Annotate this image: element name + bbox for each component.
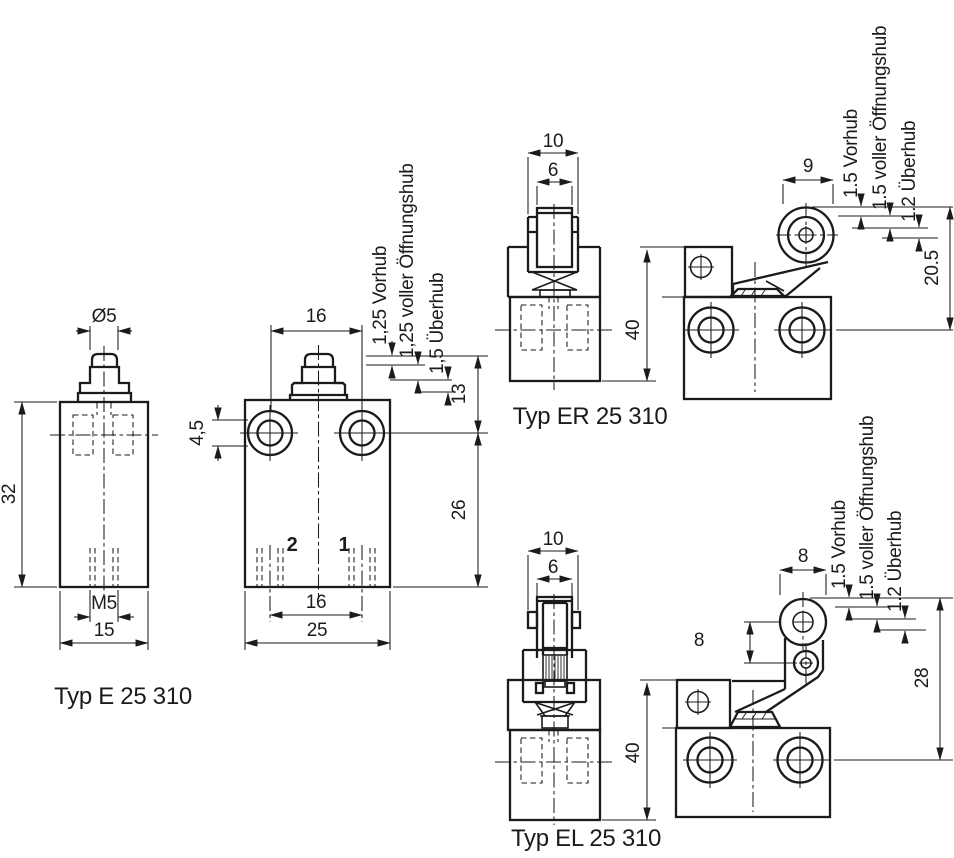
- hidden-cross-bores: [72, 403, 134, 456]
- plunger-cone: [534, 701, 576, 717]
- center-lines: [50, 346, 158, 600]
- label-oeffnungshub: 1,25 voller Öffnungshub: [397, 163, 418, 358]
- label-vorhub: 1.5 Vorhub: [829, 500, 850, 589]
- dim-body-height: 40: [623, 320, 644, 341]
- type-label-el: Typ EL 25 310: [511, 825, 661, 852]
- label-ueberhub: 1.2 Überhub: [899, 121, 920, 222]
- plunger-cap: [727, 287, 788, 299]
- switch-housing: [506, 245, 602, 299]
- switch-body: [682, 295, 833, 401]
- drawing-typ-el-side-view: 8 8 1.5 Vorhub 1.5 voller Öffnungshub 1.…: [662, 416, 953, 819]
- plunger-cap: [728, 710, 782, 729]
- dim-ports-to-base: 26: [449, 500, 470, 521]
- label-ueberhub: 1,5 Überhub: [427, 273, 448, 374]
- switch-body: [508, 728, 602, 822]
- dim-roller-to-mount: 20.5: [922, 250, 943, 286]
- dim-roller-to-pivot: 8: [694, 630, 704, 651]
- port-label-1: 1: [339, 534, 350, 556]
- dim-body-height: 40: [623, 743, 644, 764]
- dim-roller-to-mount: 28: [912, 668, 933, 689]
- port-label-2: 2: [287, 534, 298, 556]
- dim-tip-to-ports: 13: [449, 384, 470, 405]
- switch-body: [243, 398, 392, 589]
- dim-roller-width: 6: [548, 160, 558, 181]
- dim-body-depth: 15: [94, 620, 115, 641]
- switch-housing: [521, 648, 588, 704]
- dim-port-spacing: 16: [306, 592, 327, 613]
- switch-housing: [675, 678, 732, 730]
- dim-port-bore: 4,5: [187, 420, 208, 446]
- dim-body-height: 32: [0, 484, 20, 505]
- dim-roller-width: 6: [548, 557, 558, 578]
- hidden-port-threads: [256, 548, 376, 587]
- type-label-e: Typ E 25 310: [54, 683, 192, 710]
- dim-roller-diameter: 8: [798, 546, 808, 567]
- label-ueberhub: 1.2 Überhub: [885, 511, 906, 612]
- drawing-typ-el-front-view: 10 6 40 Typ EL 25 310: [495, 529, 712, 852]
- dim-plunger-diameter: Ø5: [92, 306, 117, 327]
- dim-roller-diameter: 9: [803, 156, 813, 177]
- dim-body-width: 25: [307, 620, 328, 641]
- label-vorhub: 1.5 Vorhub: [841, 109, 862, 198]
- dim-bracket-width: 10: [543, 529, 564, 550]
- label-oeffnungshub: 1.5 voller Öffnungshub: [870, 26, 891, 210]
- roller-axle-stub: [526, 610, 539, 630]
- label-vorhub: 1,25 Vorhub: [370, 246, 391, 345]
- drawing-typ-er-front-view: 10 6 40 Typ ER 25 310: [495, 131, 712, 430]
- drawing-typ-e-front-view: 4,5 16 1,25 Vorhub 1,25 voller Öffnungsh…: [187, 163, 488, 650]
- dim-thread: M5: [91, 593, 117, 614]
- roller-bracket: [526, 215, 580, 274]
- drawing-typ-e-side-view: Ø5 32 M5 15 Typ E 25 310: [0, 306, 192, 710]
- dim-flange-width: 16: [306, 306, 327, 327]
- roller-axle-stub: [570, 610, 582, 630]
- hidden-thread: [89, 548, 119, 587]
- type-label-er: Typ ER 25 310: [513, 403, 668, 430]
- drawing-typ-er-side-view: 9 1.5 Vorhub 1.5 voller Öffnungshub 1.2 …: [662, 26, 954, 401]
- label-oeffnungshub: 1.5 voller Öffnungshub: [857, 416, 878, 600]
- switch-body: [508, 295, 602, 383]
- dim-bracket-width: 10: [543, 131, 564, 152]
